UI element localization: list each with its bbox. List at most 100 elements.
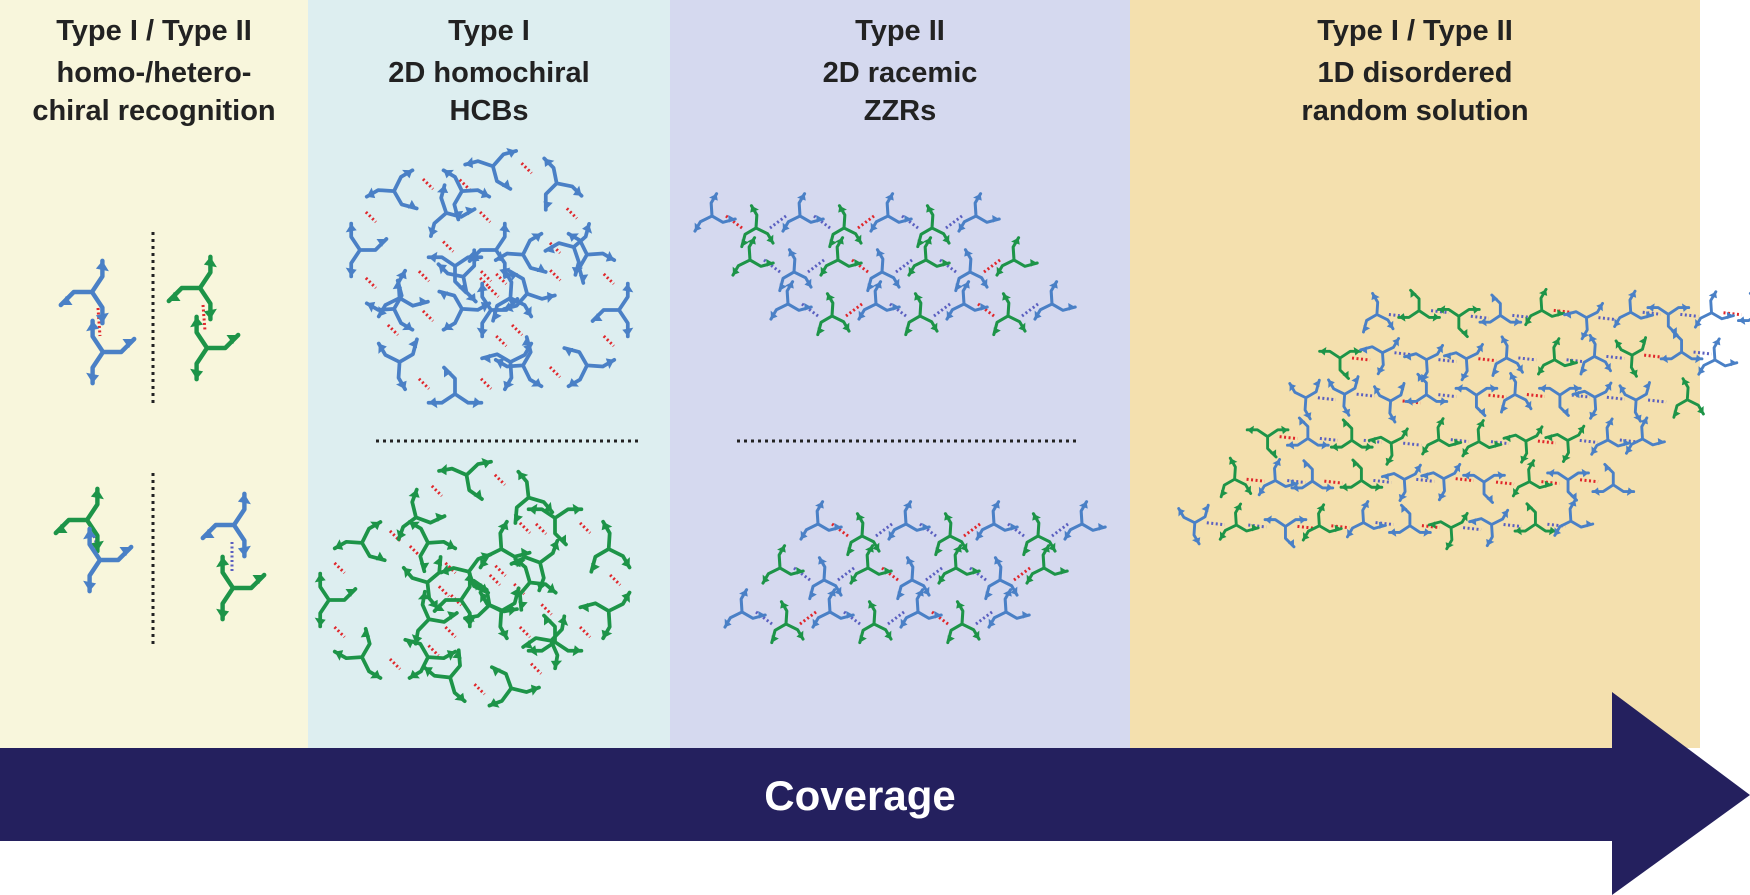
bond-line — [1331, 524, 1350, 530]
bond-line — [889, 302, 907, 318]
tripod-molecule — [954, 248, 989, 293]
bond-line — [1356, 392, 1375, 398]
bond-line — [1051, 522, 1069, 538]
tripod-molecule — [1063, 500, 1107, 541]
bond-line — [1512, 313, 1531, 319]
bond-line — [857, 214, 875, 230]
bond-line — [977, 302, 995, 318]
tripod-molecule — [946, 600, 981, 645]
panel-racemic-zzrs: Type II 2D racemic ZZRs — [670, 0, 1130, 748]
bond-line — [1450, 438, 1469, 444]
bond-line — [548, 366, 562, 379]
tripod-molecule — [808, 556, 843, 601]
tripod-molecule — [437, 457, 493, 501]
bond-line — [364, 210, 377, 224]
bond-line — [799, 610, 817, 626]
tripod-molecule — [1367, 427, 1409, 466]
tripod-molecule — [422, 648, 467, 704]
tripod-molecule — [1362, 291, 1395, 334]
bond-line — [534, 522, 548, 535]
tripod-molecule — [200, 491, 251, 559]
panel-title-line2: chiral recognition — [32, 95, 276, 127]
bond-line — [769, 214, 787, 230]
bond-line — [1606, 395, 1626, 401]
bond-line — [1541, 480, 1560, 486]
tripod-molecule — [723, 588, 767, 629]
tripod-molecule — [1219, 456, 1253, 499]
bond-line — [427, 644, 440, 657]
tripod-molecule — [53, 486, 104, 554]
bond-line — [1723, 311, 1742, 317]
tripod-molecule — [345, 221, 389, 279]
bond-line — [442, 240, 455, 253]
tripod-molecule — [987, 588, 1031, 629]
tripod-molecule — [427, 183, 477, 239]
bond-line — [1490, 440, 1510, 446]
panel-title-line1: homo-/hetero- — [56, 57, 252, 89]
bond-line — [408, 545, 422, 558]
bond-line — [1416, 477, 1435, 483]
bond-line — [1430, 309, 1450, 315]
bond-line — [540, 603, 553, 616]
tripod-molecule — [364, 168, 419, 211]
tripod-molecule — [589, 519, 632, 574]
tripod-molecule — [1318, 347, 1362, 380]
tripod-molecule — [975, 500, 1019, 541]
tripod-molecule — [1524, 287, 1566, 327]
tripod-molecule — [1697, 337, 1739, 376]
bond-line — [1680, 312, 1699, 318]
tripod-molecule — [1511, 459, 1553, 498]
tripod-molecule — [1263, 515, 1308, 549]
bond-line — [437, 585, 450, 598]
tripod-molecule — [1461, 419, 1503, 458]
bond-line — [495, 334, 508, 348]
bond-line — [793, 566, 811, 582]
bond-line — [602, 334, 615, 348]
tripod-molecule — [1257, 458, 1299, 497]
tripod-molecule — [1513, 502, 1558, 536]
tripod-molecule — [1388, 503, 1432, 537]
bond-line — [1598, 316, 1617, 322]
tripod-molecule — [811, 588, 855, 629]
tripod-molecule — [401, 555, 443, 611]
tripod-molecule — [86, 318, 137, 386]
tripod-molecule — [487, 665, 541, 708]
coverage-arrow — [0, 692, 1750, 895]
bond-line — [1566, 358, 1585, 364]
bond-line — [969, 566, 987, 582]
tripod-molecule — [1288, 378, 1321, 421]
tripod-molecule — [995, 236, 1039, 277]
tripod-molecule — [1286, 416, 1330, 450]
tripod-molecule — [1659, 330, 1704, 364]
bond-line — [1606, 354, 1625, 360]
bond-line — [479, 210, 492, 224]
tripod-molecule — [1404, 372, 1449, 406]
tripod-molecule — [1022, 512, 1057, 557]
tripod-molecule — [916, 204, 951, 249]
bond-line — [919, 522, 937, 538]
bond-line — [881, 566, 899, 582]
tripod-molecule — [1563, 301, 1604, 341]
panel-title-line1: 2D homochiral — [388, 57, 590, 89]
tripod-molecule — [1397, 288, 1441, 322]
tripod-molecule — [1290, 459, 1335, 493]
tripod-molecule — [1571, 381, 1613, 420]
tripod-molecule — [984, 556, 1019, 601]
panel-random-solution: Type I / Type II 1D disordered random so… — [1130, 0, 1700, 748]
tripod-molecule — [778, 248, 813, 293]
panel-header: Type I 2D homochiral HCBs — [308, 12, 670, 130]
bond-line — [479, 270, 493, 283]
bond-line — [1279, 435, 1298, 441]
tripod-molecule — [992, 292, 1027, 337]
bond-line — [843, 610, 861, 626]
bond-line — [417, 270, 431, 283]
tripod-molecule — [1502, 425, 1544, 464]
tripod-molecule — [887, 500, 931, 541]
tripod-molecule — [1245, 425, 1290, 459]
tripod-molecule — [542, 156, 584, 212]
bond-line — [925, 566, 943, 582]
bond-line — [725, 214, 743, 230]
tripod-molecule — [857, 280, 901, 321]
tripod-molecule — [478, 519, 532, 570]
